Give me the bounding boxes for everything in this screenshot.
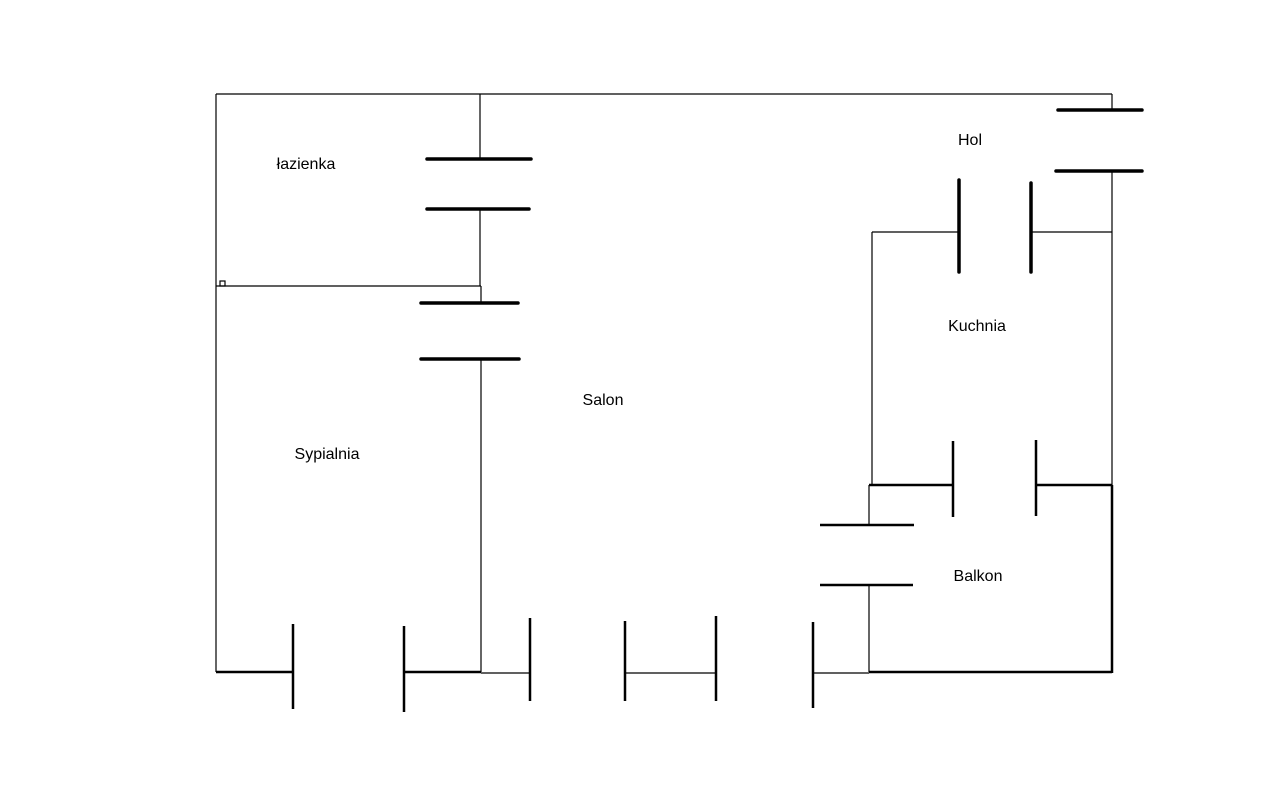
doors — [291, 108, 1144, 712]
room-label-hall: Hol — [957, 132, 983, 149]
room-label-balcony: Balkon — [953, 568, 1003, 585]
room-label-bedroom: Sypialnia — [294, 446, 360, 463]
room-label-living-room: Salon — [582, 392, 624, 409]
room-label-kitchen: Kuchnia — [948, 318, 1006, 335]
small-marker — [219, 280, 226, 287]
room-label-bathroom: łazienka — [276, 156, 336, 173]
walls — [215, 93, 1114, 674]
